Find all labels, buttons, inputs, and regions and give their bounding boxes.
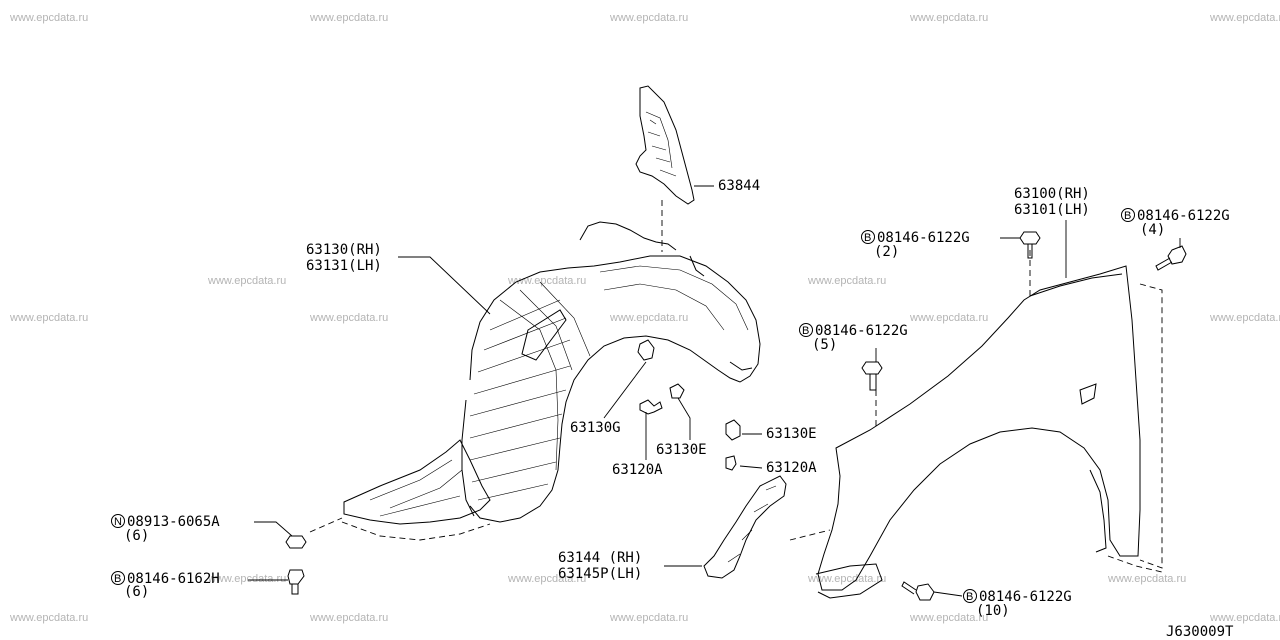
label-nut-6-qty: (6) xyxy=(124,528,149,544)
bolt-icon xyxy=(861,361,883,391)
label-63101-lh: 63101(LH) xyxy=(1014,202,1090,218)
marker-letter: B xyxy=(1124,210,1131,222)
fastener-icons xyxy=(285,231,1187,601)
label-63120a-b: 63120A xyxy=(766,460,817,476)
leader-lines xyxy=(248,185,1181,597)
label-bolt-10-qty: (10) xyxy=(976,603,1010,619)
label-bolt-6: 08146-6162H xyxy=(127,571,220,587)
nut-icon xyxy=(285,535,307,549)
label-bolt-5-qty: (5) xyxy=(812,337,837,353)
label-63130e-b: 63130E xyxy=(766,426,817,442)
clip-63130e-icon xyxy=(669,383,685,399)
part-63844-bracket xyxy=(635,85,695,252)
watermark: www.epcdata.ru xyxy=(9,612,88,624)
diagram-code: J630009T xyxy=(1166,624,1234,640)
watermark: www.epcdata.ru xyxy=(609,12,688,24)
part-63144-bracket xyxy=(703,475,831,579)
watermark: www.epcdata.ru xyxy=(207,573,286,585)
marker-letter: B xyxy=(114,573,121,585)
part-fender-protector xyxy=(309,221,761,541)
label-63144-rh: 63144 (RH) xyxy=(558,550,642,566)
watermark: www.epcdata.ru xyxy=(909,12,988,24)
label-bolt-5: 08146-6122G xyxy=(815,323,908,339)
bolt-marker-icon xyxy=(1121,208,1135,222)
watermark: www.epcdata.ru xyxy=(207,275,286,287)
watermark: www.epcdata.ru xyxy=(1209,312,1280,324)
watermark: www.epcdata.ru xyxy=(807,573,886,585)
label-63100-rh: 63100(RH) xyxy=(1014,186,1090,202)
label-63120a-a: 63120A xyxy=(612,462,663,478)
part-front-fender xyxy=(815,250,1163,599)
label-63844: 63844 xyxy=(718,178,760,194)
label-nut-6: 08913-6065A xyxy=(127,514,220,530)
label-bolt-10: 08146-6122G xyxy=(979,589,1072,605)
clip-63130g-icon xyxy=(637,339,655,361)
label-bolt-6-qty: (6) xyxy=(124,584,149,600)
watermark: www.epcdata.ru xyxy=(309,12,388,24)
watermark: www.epcdata.ru xyxy=(909,612,988,624)
watermark: www.epcdata.ru xyxy=(1107,573,1186,585)
bolt-icon xyxy=(287,569,305,595)
label-63145p-lh: 63145P(LH) xyxy=(558,566,642,582)
screw-63120a-b-icon xyxy=(725,455,737,471)
bolt-marker-icon xyxy=(111,571,125,585)
watermark: www.epcdata.ru xyxy=(9,312,88,324)
bolt-marker-icon xyxy=(963,589,977,603)
watermark: www.epcdata.ru xyxy=(609,612,688,624)
bolt-icon xyxy=(901,581,935,601)
bolt-marker-icon xyxy=(861,230,875,244)
watermark: www.epcdata.ru xyxy=(9,12,88,24)
watermark: www.epcdata.ru xyxy=(309,312,388,324)
nut-marker-icon xyxy=(111,514,125,528)
watermark: www.epcdata.ru xyxy=(807,275,886,287)
watermark: www.epcdata.ru xyxy=(507,573,586,585)
marker-letter: N xyxy=(114,516,122,528)
label-63130e-a: 63130E xyxy=(656,442,707,458)
label-bolt-4-qty: (4) xyxy=(1140,222,1165,238)
bolt-icon xyxy=(1155,245,1187,271)
label-63130-rh: 63130(RH) xyxy=(306,242,382,258)
bolt-marker-icon xyxy=(799,323,813,337)
label-63131-lh: 63131(LH) xyxy=(306,258,382,274)
watermark: www.epcdata.ru xyxy=(1209,612,1280,624)
marker-letter: B xyxy=(966,591,973,603)
clip-63130e-b-icon xyxy=(725,419,741,441)
watermark: www.epcdata.ru xyxy=(909,312,988,324)
label-63130g: 63130G xyxy=(570,420,621,436)
watermark-layer: www.epcdata.ru www.epcdata.ru www.epcdat… xyxy=(9,12,1280,624)
marker-letter: B xyxy=(864,232,871,244)
label-bolt-2-qty: (2) xyxy=(874,244,899,260)
screw-63120a-icon xyxy=(639,399,663,415)
label-bolt-2: 08146-6122G xyxy=(877,230,970,246)
watermark: www.epcdata.ru xyxy=(609,312,688,324)
label-bolt-4: 08146-6122G xyxy=(1137,208,1230,224)
watermark: www.epcdata.ru xyxy=(1209,12,1280,24)
marker-letter: B xyxy=(802,325,809,337)
watermark: www.epcdata.ru xyxy=(309,612,388,624)
part-labels: 63844 63130(RH) 63131(LH) 63100(RH) 6310… xyxy=(111,178,1234,640)
